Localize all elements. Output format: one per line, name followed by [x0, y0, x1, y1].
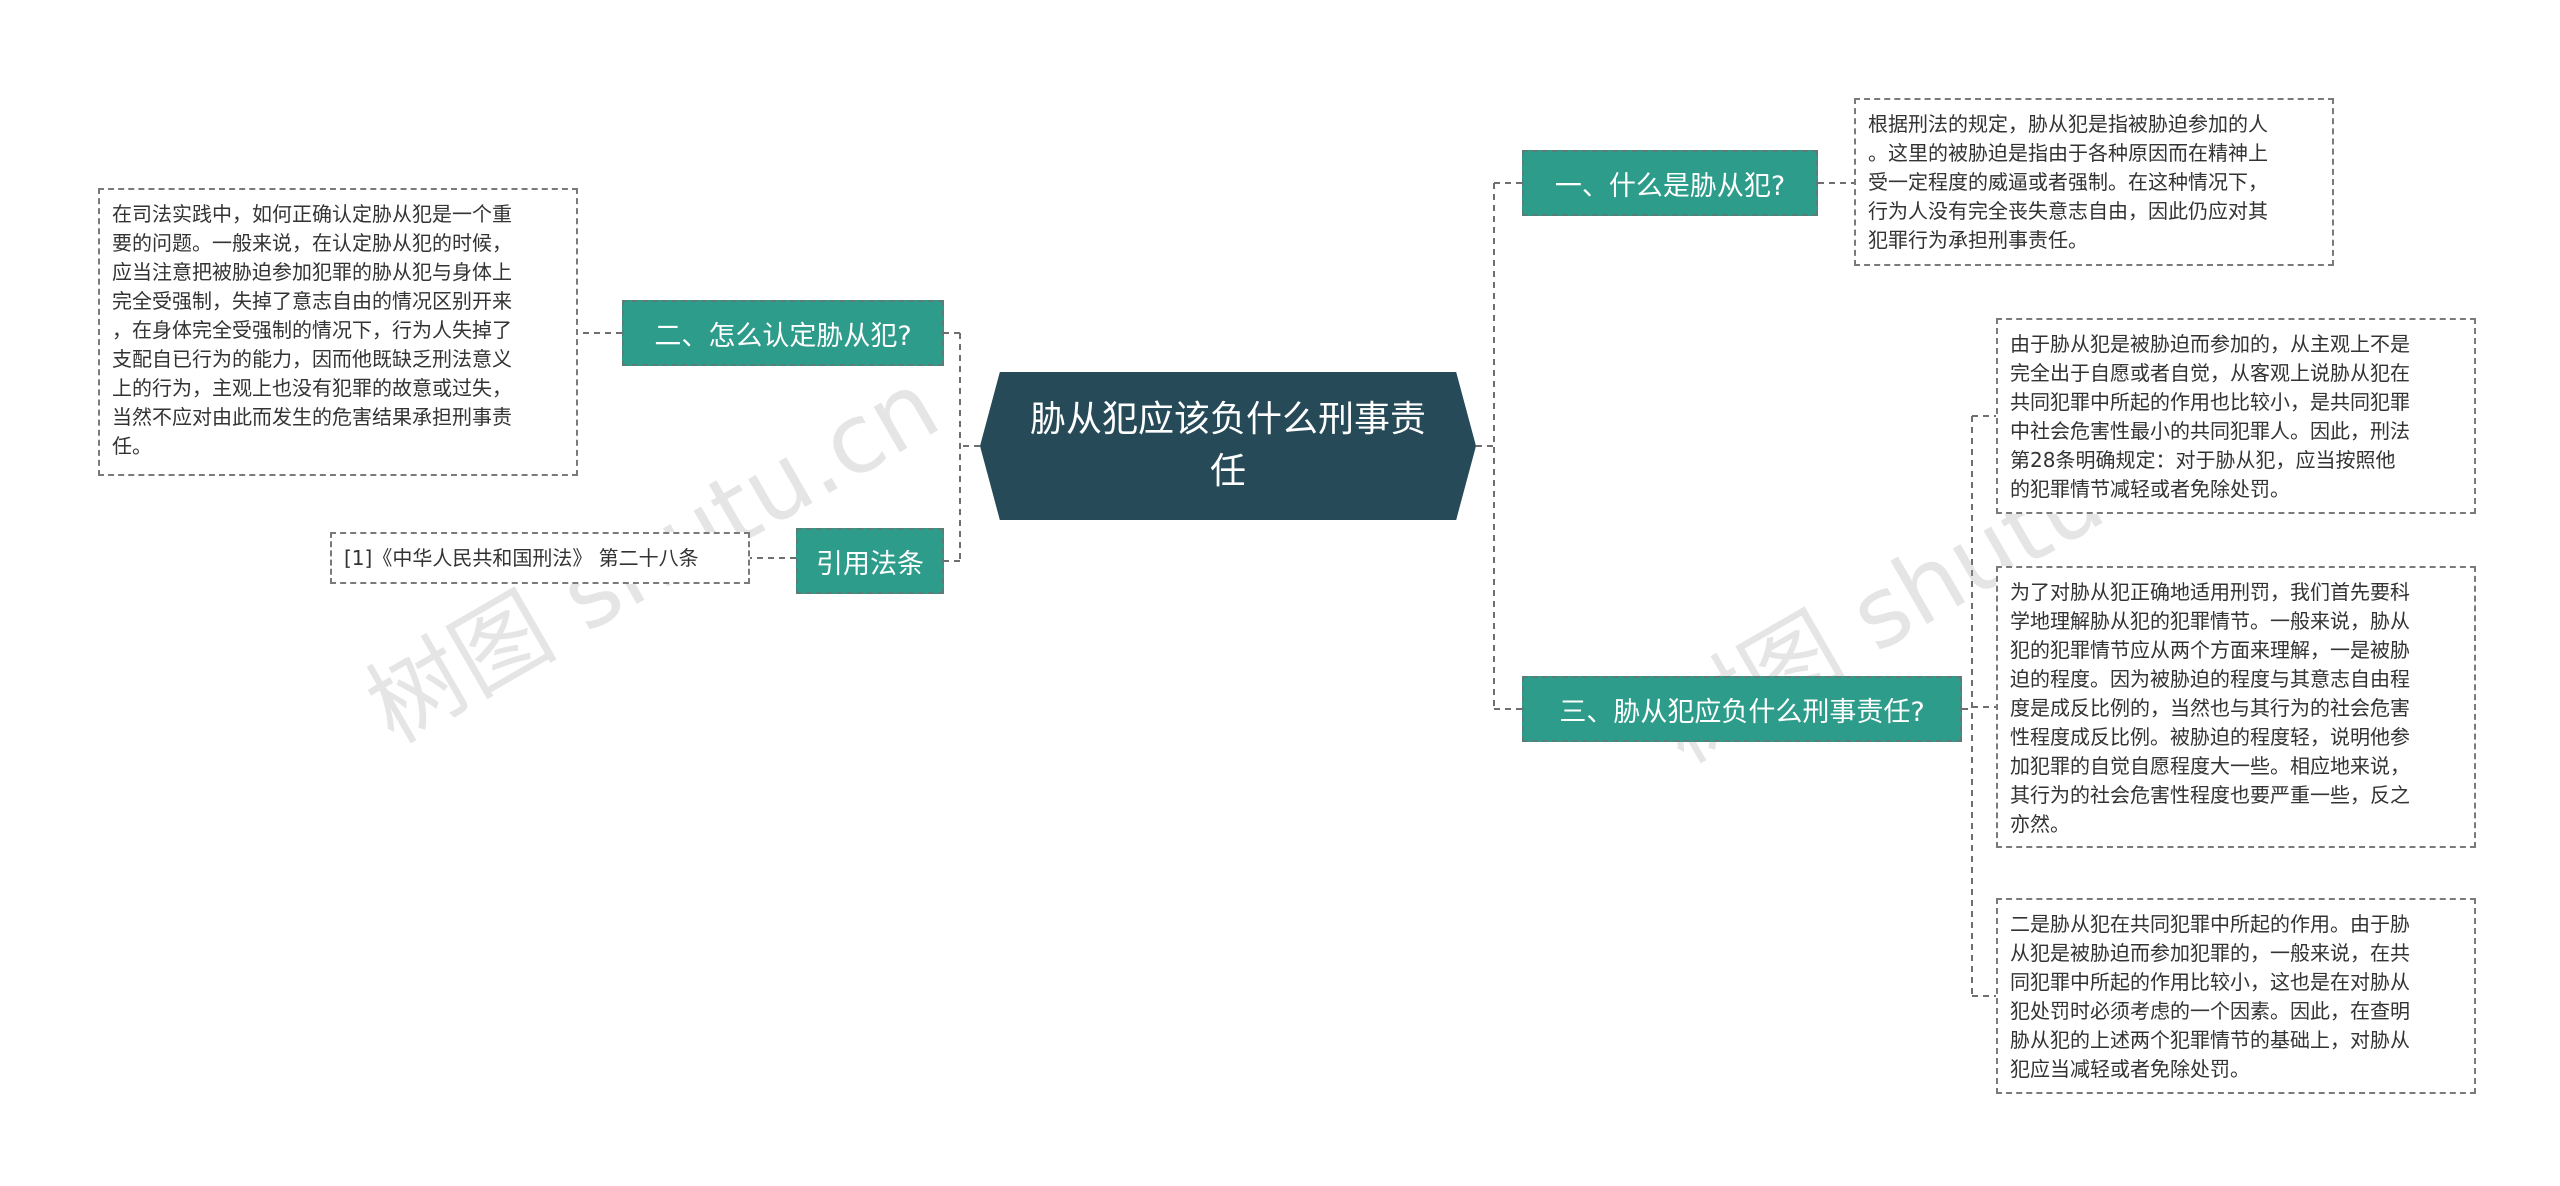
leaf-text-line: 支配自已行为的能力，因而他既缺乏刑法意义: [112, 347, 512, 371]
branch-cited-law[interactable]: 引用法条: [796, 528, 944, 594]
leaf-text-line: 任。: [112, 434, 152, 458]
connector-line: [944, 332, 980, 562]
leaf-text-line: 上的行为，主观上也没有犯罪的故意或过失，: [112, 376, 512, 400]
leaf-text-line: 犯的犯罪情节应从两个方面来理解，一是被胁: [2010, 638, 2410, 662]
central-topic[interactable]: 胁从犯应该负什么刑事责任: [980, 372, 1476, 520]
leaf-text-line: 其行为的社会危害性程度也要严重一些，反之: [2010, 783, 2410, 807]
leaf-text-line: 二是胁从犯在共同犯罪中所起的作用。由于胁: [2010, 912, 2410, 936]
connector-line: [1476, 182, 1522, 710]
leaf-text-line: 亦然。: [2010, 812, 2070, 836]
leaf-text-line: 受一定程度的威逼或者强制。在这种情况下，: [1868, 170, 2268, 194]
leaf-text-line: 性程度成反比例。被胁迫的程度轻，说明他参: [2010, 725, 2410, 749]
leaf-text-line: 同犯罪中所起的作用比较小，这也是在对胁从: [2010, 970, 2410, 994]
leaf-text-line: 完全受强制，失掉了意志自由的情况区别开来: [112, 289, 512, 313]
leaf-law-citation[interactable]: [1]《中华人民共和国刑法》 第二十八条: [330, 532, 750, 584]
leaf-text-line: 中社会危害性最小的共同犯罪人。因此，刑法: [2010, 419, 2410, 443]
branch-criminal-liability[interactable]: 三、胁从犯应负什么刑事责任?: [1522, 676, 1962, 742]
leaf-text-line: 应当注意把被胁迫参加犯罪的胁从犯与身体上: [112, 260, 512, 284]
leaf-text-line: 加犯罪的自觉自愿程度大一些。相应地来说，: [2010, 754, 2410, 778]
leaf-text-line: 学地理解胁从犯的犯罪情节。一般来说，胁从: [2010, 609, 2410, 633]
leaf-text-line: 犯应当减轻或者免除处罚。: [2010, 1057, 2250, 1081]
leaf-liability-principle[interactable]: 由于胁从犯是被胁迫而参加的，从主观上不是完全出于自愿或者自觉，从客观上说胁从犯在…: [1996, 318, 2476, 514]
connector-line: [1962, 415, 1996, 997]
leaf-text-line: 根据刑法的规定，胁从犯是指被胁迫参加的人: [1868, 112, 2268, 136]
leaf-liability-role[interactable]: 二是胁从犯在共同犯罪中所起的作用。由于胁从犯是被胁迫而参加犯罪的，一般来说，在共…: [1996, 898, 2476, 1094]
leaf-text-line: 行为人没有完全丧失意志自由，因此仍应对其: [1868, 199, 2268, 223]
leaf-identification[interactable]: 在司法实践中，如何正确认定胁从犯是一个重要的问题。一般来说，在认定胁从犯的时候，…: [98, 188, 578, 476]
leaf-text-line: 当然不应对由此而发生的危害结果承担刑事责: [112, 405, 512, 429]
leaf-text-line: 从犯是被胁迫而参加犯罪的，一般来说，在共: [2010, 941, 2410, 965]
leaf-text-line: 迫的程度。因为被胁迫的程度与其意志自由程: [2010, 667, 2410, 691]
leaf-text-line: ，在身体完全受强制的情况下，行为人失掉了: [112, 318, 512, 342]
leaf-text-line: 共同犯罪中所起的作用也比较小，是共同犯罪: [2010, 390, 2410, 414]
leaf-text-line: 为了对胁从犯正确地适用刑罚，我们首先要科: [2010, 580, 2410, 604]
leaf-text-line: 第28条明确规定：对于胁从犯，应当按照他: [2010, 448, 2396, 472]
leaf-text-line: 度是成反比例的，当然也与其行为的社会危害: [2010, 696, 2410, 720]
leaf-text-line: 。这里的被胁迫是指由于各种原因而在精神上: [1868, 141, 2268, 165]
leaf-text-line: 胁从犯的上述两个犯罪情节的基础上，对胁从: [2010, 1028, 2410, 1052]
leaf-text-line: [1]《中华人民共和国刑法》 第二十八条: [344, 546, 699, 570]
leaf-text-line: 犯罪行为承担刑事责任。: [1868, 228, 2088, 252]
leaf-text-line: 在司法实践中，如何正确认定胁从犯是一个重: [112, 202, 512, 226]
leaf-text-line: 的犯罪情节减轻或者免除处罚。: [2010, 477, 2290, 501]
leaf-definition[interactable]: 根据刑法的规定，胁从犯是指被胁迫参加的人。这里的被胁迫是指由于各种原因而在精神上…: [1854, 98, 2334, 266]
leaf-liability-circumstances[interactable]: 为了对胁从犯正确地适用刑罚，我们首先要科学地理解胁从犯的犯罪情节。一般来说，胁从…: [1996, 566, 2476, 848]
leaf-text-line: 犯处罚时必须考虑的一个因素。因此，在查明: [2010, 999, 2410, 1023]
branch-how-to-identify[interactable]: 二、怎么认定胁从犯?: [622, 300, 944, 366]
leaf-text-line: 要的问题。一般来说，在认定胁从犯的时候，: [112, 231, 512, 255]
branch-what-is-coerced-accomplice[interactable]: 一、什么是胁从犯?: [1522, 150, 1818, 216]
leaf-text-line: 由于胁从犯是被胁迫而参加的，从主观上不是: [2010, 332, 2410, 356]
leaf-text-line: 完全出于自愿或者自觉，从客观上说胁从犯在: [2010, 361, 2410, 385]
